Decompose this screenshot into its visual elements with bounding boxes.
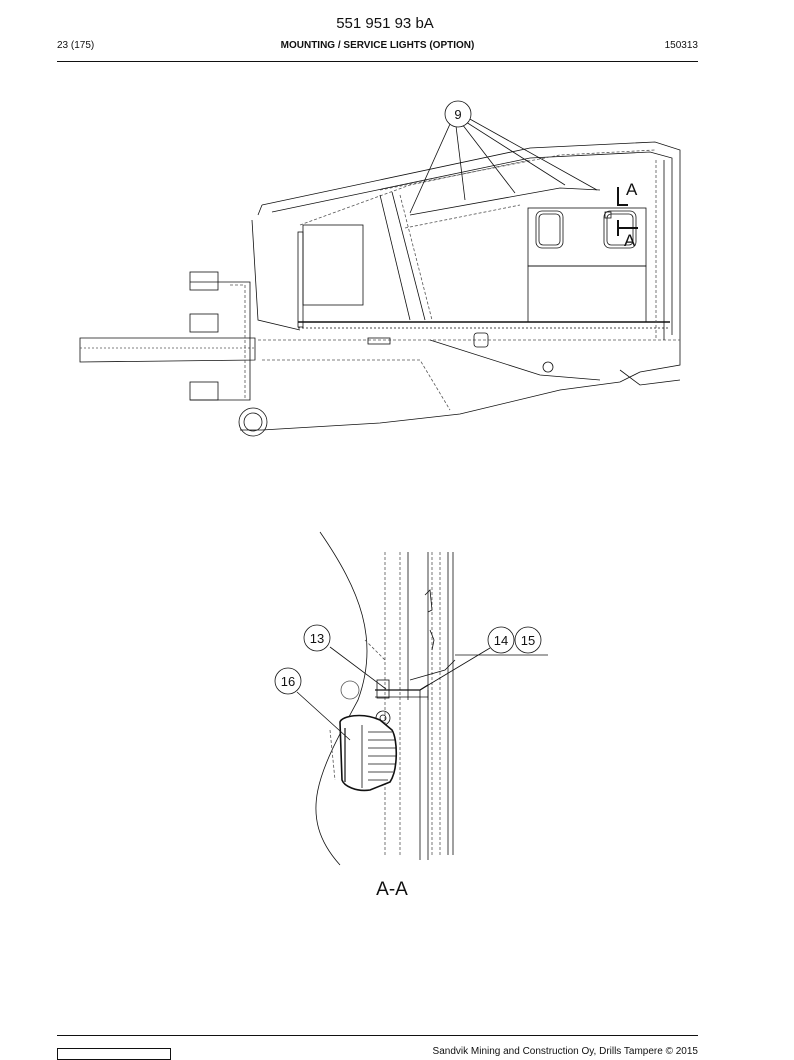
document-number: 551 951 93 bA xyxy=(336,15,434,32)
callout-14: 14 xyxy=(487,626,515,654)
detail-callout-leaders xyxy=(296,646,491,741)
section-mark-group: A A xyxy=(617,180,638,250)
callout-9-leaders xyxy=(409,117,598,214)
header-rule xyxy=(57,61,698,62)
callout-13: 13 xyxy=(303,624,331,652)
section-mark-lower: A xyxy=(624,231,636,250)
callout-16: 16 xyxy=(274,667,302,695)
callout-13-label: 13 xyxy=(310,631,324,646)
section-mark-upper: A xyxy=(626,180,638,199)
callout-16-label: 16 xyxy=(281,674,295,689)
callout-9: 9 xyxy=(444,100,472,128)
callout-15: 15 xyxy=(514,626,542,654)
section-caption: A-A xyxy=(376,879,408,900)
page-count: 23 (175) xyxy=(57,40,95,51)
side-view-drawing xyxy=(79,141,681,437)
section-detail-drawing xyxy=(315,531,548,866)
callout-15-label: 15 xyxy=(521,633,535,648)
footer-rule xyxy=(57,1035,698,1036)
date-code: 150313 xyxy=(664,40,698,51)
company-logo xyxy=(57,1048,171,1060)
header-row: 23 (175) MOUNTING / SERVICE LIGHTS (OPTI… xyxy=(57,40,698,56)
section-title: MOUNTING / SERVICE LIGHTS (OPTION) xyxy=(280,40,475,51)
callout-9-label: 9 xyxy=(454,107,461,122)
callout-14-label: 14 xyxy=(494,633,508,648)
footer-copyright: Sandvik Mining and Construction Oy, Dril… xyxy=(432,1046,698,1057)
